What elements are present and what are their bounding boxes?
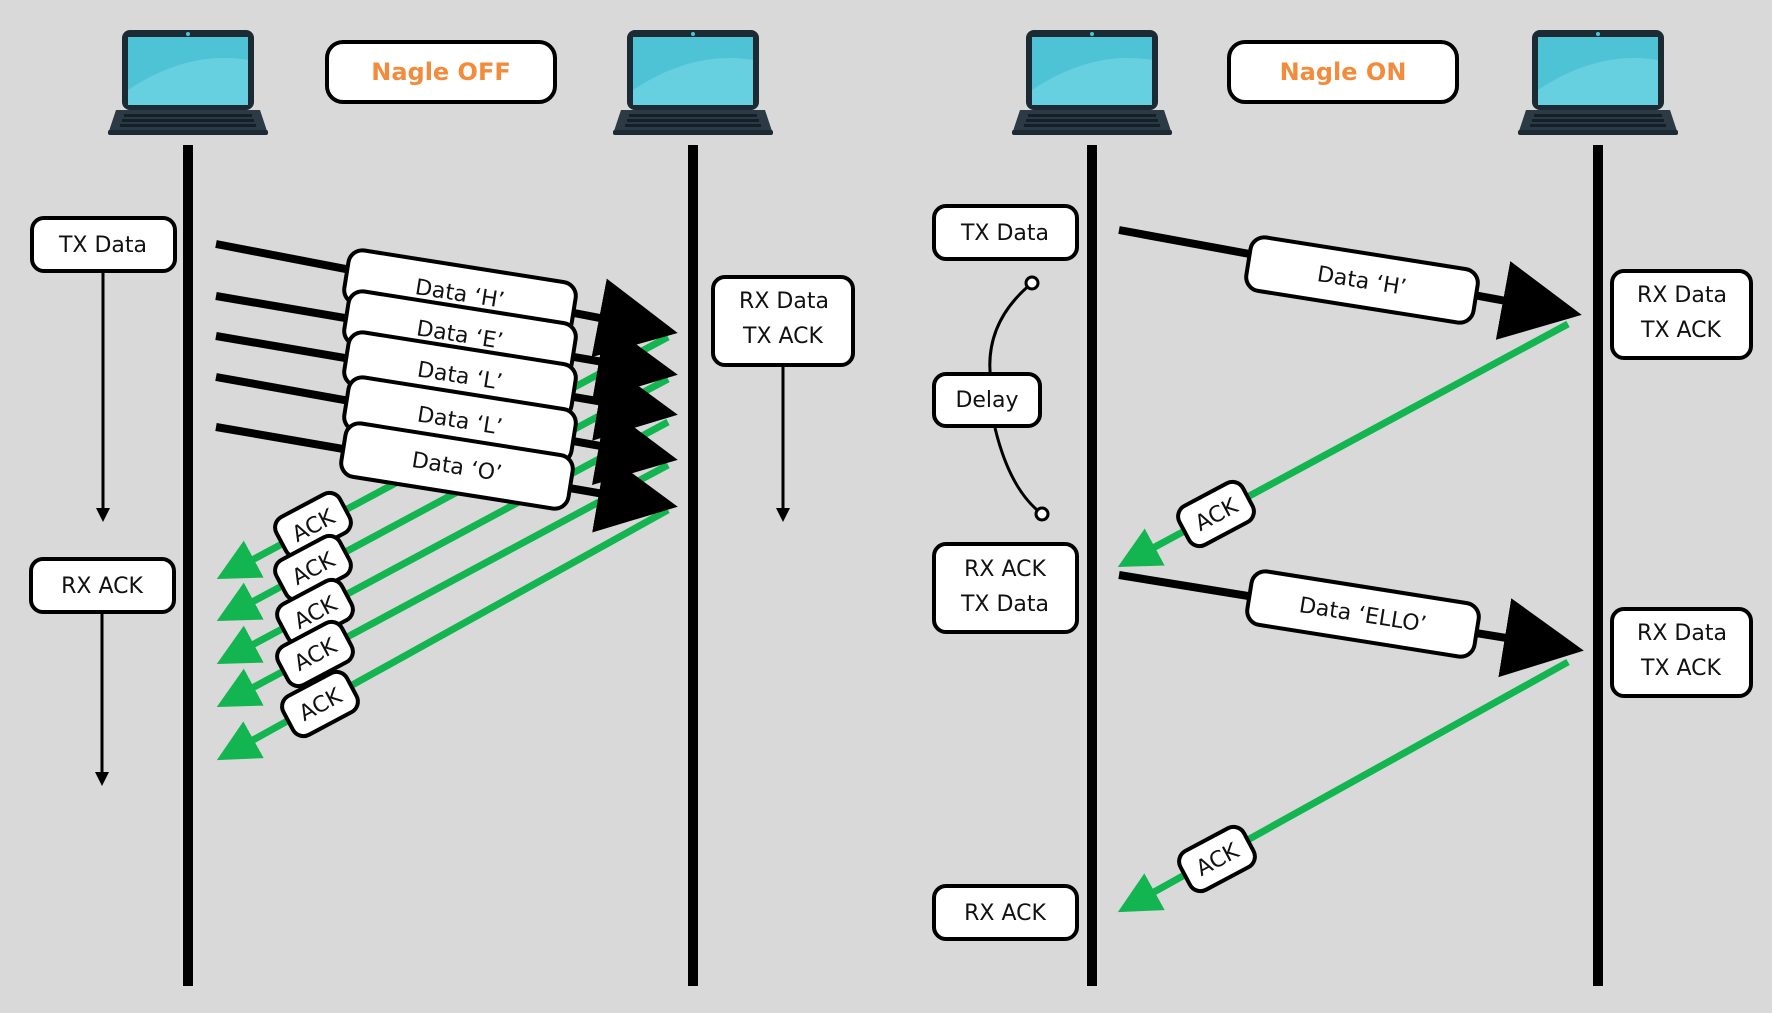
rx-data-label: RX Data (739, 289, 829, 314)
tx-data-box (932, 204, 1079, 261)
laptop-icon (108, 30, 268, 135)
ack-tag: ACK (1176, 479, 1256, 549)
rx-ack-tx-data-box (932, 542, 1079, 634)
rx-data-label: RX Data (1637, 621, 1727, 646)
panel-title: Nagle ON (1280, 58, 1407, 86)
ack-tag: ACK (273, 490, 353, 560)
ack-tag: ACK (275, 619, 355, 689)
laptop-icon (1518, 30, 1678, 135)
rx-ack-label: RX ACK (61, 574, 143, 599)
ack-tag: ACK (1177, 824, 1257, 894)
tx-data-box (30, 216, 177, 273)
laptop-icon (613, 30, 773, 135)
rx-tx-box (711, 275, 855, 367)
tx-data-label: TX Data (960, 221, 1049, 246)
ack-tag: ACK (275, 577, 355, 647)
delay-marker-start (1024, 275, 1040, 291)
rx-ack-box (29, 557, 176, 614)
delay-label: Delay (955, 388, 1018, 413)
data-packet: Data ‘H’ (1244, 235, 1480, 325)
title-box (325, 40, 557, 104)
title-box (1227, 40, 1459, 104)
ack-tag: ACK (280, 669, 360, 739)
panel-title: Nagle OFF (371, 58, 511, 86)
delay-marker-end (1034, 506, 1050, 522)
rx-tx-box (1610, 607, 1753, 698)
rx-ack-label: RX ACK (964, 901, 1046, 926)
data-packet: Data ‘ELLO’ (1245, 569, 1481, 659)
rx-ack-label: RX ACK (964, 557, 1046, 582)
delay-bracket-bottom (993, 427, 1043, 516)
tx-ack-label: TX ACK (1640, 656, 1722, 681)
rx-tx-box (1610, 269, 1753, 360)
delay-box (932, 372, 1042, 428)
tx-data-label: TX Data (960, 592, 1049, 617)
laptop-icon (1012, 30, 1172, 135)
rx-data-label: RX Data (1637, 283, 1727, 308)
panel-nagle-on: Nagle ON TX Data Delay RX ACK TX Data RX… (932, 30, 1753, 986)
tx-ack-label: TX ACK (1640, 318, 1722, 343)
panel-nagle-off: Nagle OFF TX Data RX ACK RX Data TX ACK (29, 30, 855, 986)
tx-data-label: TX Data (58, 233, 147, 258)
data-packet: Data ‘O’ (339, 421, 575, 511)
rx-ack-box (932, 884, 1079, 941)
tx-ack-label: TX ACK (742, 324, 824, 349)
